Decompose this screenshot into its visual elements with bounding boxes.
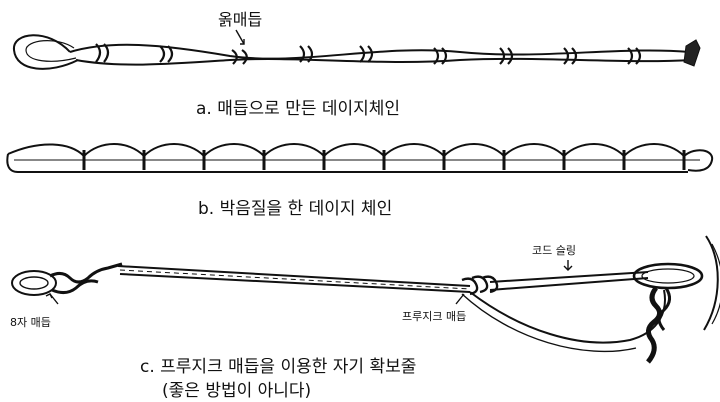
caption-c-line2: (좋은 방법이 아니다) [162, 381, 312, 401]
caption-a: a. 매듭으로 만든 데이지체인 [196, 99, 401, 119]
caption-b: b. 박음질을 한 데이지 체인 [198, 199, 393, 219]
caption-c-line1: c. 프루지크 매듭을 이용한 자기 확보줄 [140, 357, 417, 377]
cord-sling-label: 코드 슬링 [532, 244, 576, 257]
overhand-knot-label: 옭매듭 [218, 10, 263, 29]
prusik-tether [11, 235, 720, 364]
knotted-daisy-chain [12, 29, 701, 70]
prusik-knot-label: 프루지크 매듭 [402, 310, 467, 323]
overhand-knot-marks [95, 43, 642, 65]
figure8-knot-label: 8자 매듭 [10, 316, 51, 329]
bartack-stitches [82, 150, 686, 170]
sewn-daisy-chain [6, 143, 714, 173]
